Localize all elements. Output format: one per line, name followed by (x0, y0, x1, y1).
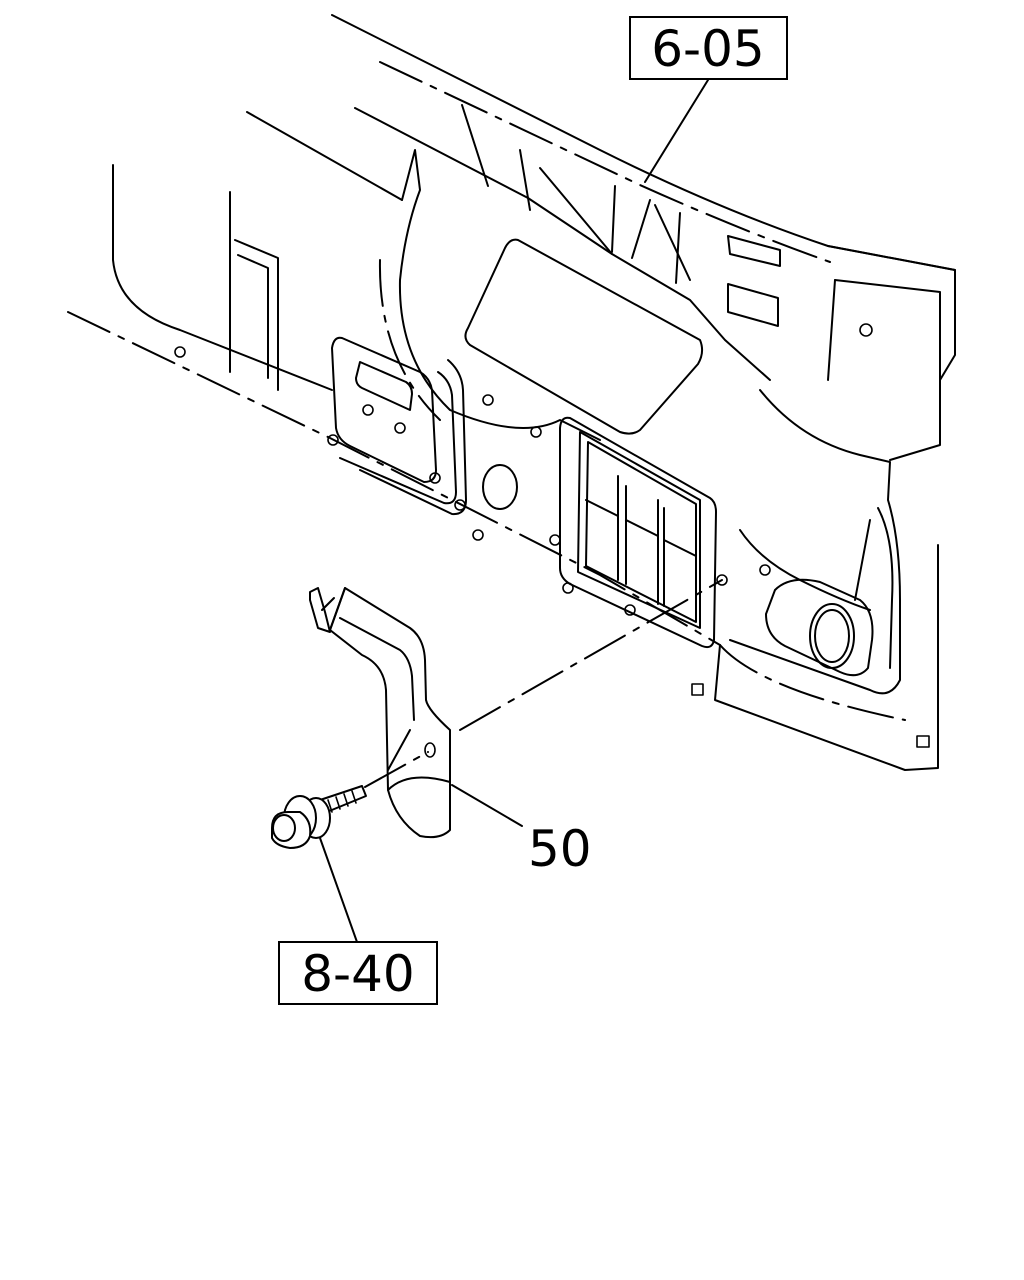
callout-6-05: 6-05 (629, 16, 788, 80)
callout-8-40: 8-40 (278, 941, 438, 1005)
leader-line-8-40 (319, 837, 358, 943)
bolt-part (271, 785, 367, 849)
callout-50: 50 (528, 820, 592, 878)
leader-line-6-05 (644, 79, 709, 183)
assembly-line-bolt (364, 751, 429, 788)
bracket-part (309, 587, 451, 839)
callout-6-05-label: 6-05 (651, 20, 764, 78)
callout-50-label: 50 (528, 820, 592, 878)
dash-panel (67, 14, 956, 771)
assembly-line-bracket (459, 579, 723, 731)
callout-8-40-label: 8-40 (301, 945, 414, 1003)
leader-line-50 (451, 784, 523, 827)
